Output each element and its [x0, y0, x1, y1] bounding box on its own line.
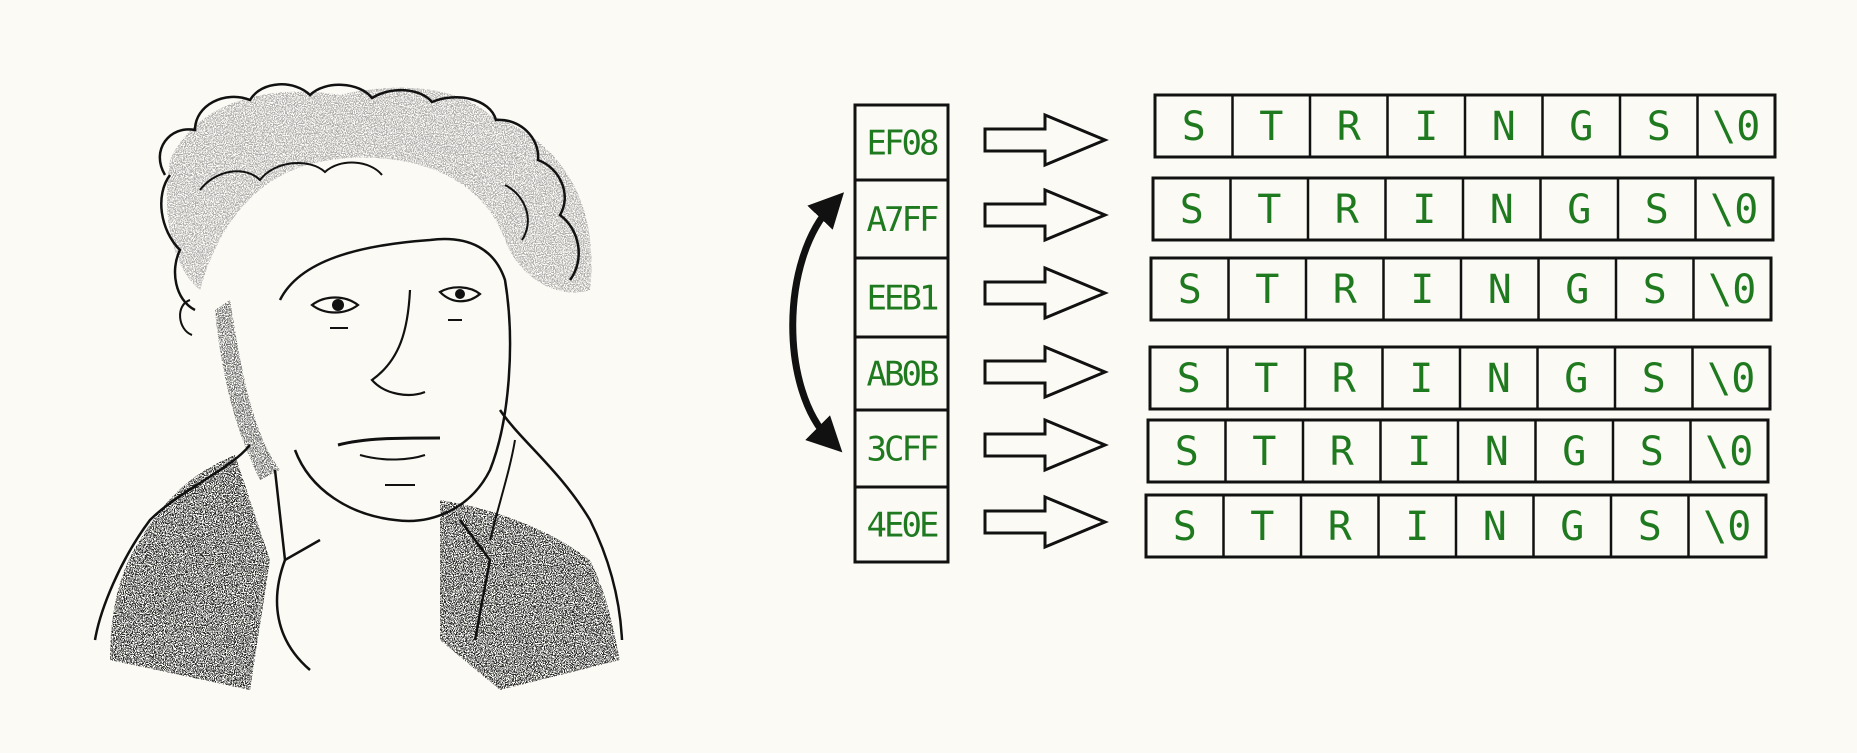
string-row: S T R I N G S \0 — [1148, 345, 1772, 411]
char-cell: S — [1182, 104, 1206, 150]
char-cell: \0 — [1708, 267, 1756, 313]
pointer-cell — [853, 335, 950, 412]
string-row: S T R I N G S \0 — [1144, 493, 1768, 559]
char-cell: T — [1254, 356, 1278, 402]
char-cell: S — [1643, 267, 1667, 313]
swap-arrow — [789, 192, 845, 453]
pointer-cell-label: 3CFF — [867, 430, 938, 470]
char-cell: T — [1252, 429, 1276, 475]
pointer-cell-label: AB0B — [867, 355, 938, 395]
char-cell: N — [1487, 356, 1511, 402]
pointer-arrow — [983, 187, 1109, 243]
char-cell: S — [1180, 187, 1204, 233]
char-cell: T — [1250, 504, 1274, 550]
char-cell: S — [1640, 429, 1664, 475]
char-cell: R — [1333, 267, 1358, 313]
char-cell: S — [1173, 504, 1197, 550]
char-cell: R — [1332, 356, 1357, 402]
string-row: S T R I N G S \0 — [1146, 418, 1770, 484]
pointer-cell-label: EF08 — [867, 124, 938, 164]
pointer-arrow — [983, 265, 1109, 321]
char-cell: I — [1409, 356, 1433, 402]
char-cell: G — [1562, 429, 1586, 475]
char-cell: I — [1412, 187, 1436, 233]
char-cell: G — [1569, 104, 1593, 150]
char-cell: R — [1335, 187, 1360, 233]
char-cell: G — [1567, 187, 1591, 233]
string-row: S T R I N G S \0 — [1151, 176, 1775, 242]
char-cell: S — [1175, 429, 1199, 475]
char-cell: I — [1414, 104, 1438, 150]
char-cell: N — [1492, 104, 1516, 150]
char-cell: T — [1257, 187, 1281, 233]
char-cell: I — [1407, 429, 1431, 475]
char-cell: G — [1565, 267, 1589, 313]
char-cell: I — [1410, 267, 1434, 313]
char-cell: N — [1485, 429, 1509, 475]
pointer-cell-label: EEB1 — [867, 279, 938, 319]
char-cell: N — [1483, 504, 1507, 550]
char-cell: S — [1178, 267, 1202, 313]
char-cell: S — [1647, 104, 1671, 150]
pointer-cell-label: A7FF — [867, 200, 938, 240]
pointer-cell-label: 4E0E — [867, 506, 938, 546]
char-cell: T — [1255, 267, 1279, 313]
pointer-arrow — [983, 112, 1109, 168]
char-cell: G — [1560, 504, 1584, 550]
coat-shading — [110, 300, 620, 690]
pointer-arrow — [983, 417, 1109, 473]
char-cell: R — [1330, 429, 1355, 475]
pointer-arrow — [983, 494, 1109, 550]
hair-shading — [166, 87, 592, 293]
string-row: S T R I N G S \0 — [1153, 93, 1777, 159]
char-cell: N — [1488, 267, 1512, 313]
char-cell: \0 — [1710, 187, 1758, 233]
char-cell: T — [1259, 104, 1283, 150]
char-cell: \0 — [1703, 504, 1751, 550]
char-cell: \0 — [1705, 429, 1753, 475]
pointer-cell — [853, 103, 950, 182]
string-row: S T R I N G S \0 — [1149, 256, 1773, 322]
pointer-arrows — [983, 112, 1109, 550]
char-cell: I — [1405, 504, 1429, 550]
pointer-cell — [853, 485, 950, 564]
char-cell: \0 — [1712, 104, 1760, 150]
char-cell: \0 — [1707, 356, 1755, 402]
char-cell: R — [1337, 104, 1362, 150]
char-cell: N — [1490, 187, 1514, 233]
char-cell: S — [1638, 504, 1662, 550]
char-cell: S — [1177, 356, 1201, 402]
char-cell: R — [1328, 504, 1353, 550]
pointer-arrow — [983, 344, 1109, 400]
char-cell: G — [1564, 356, 1588, 402]
portrait-sketch — [93, 83, 624, 690]
char-cell: S — [1645, 187, 1669, 233]
char-cell: S — [1642, 356, 1666, 402]
